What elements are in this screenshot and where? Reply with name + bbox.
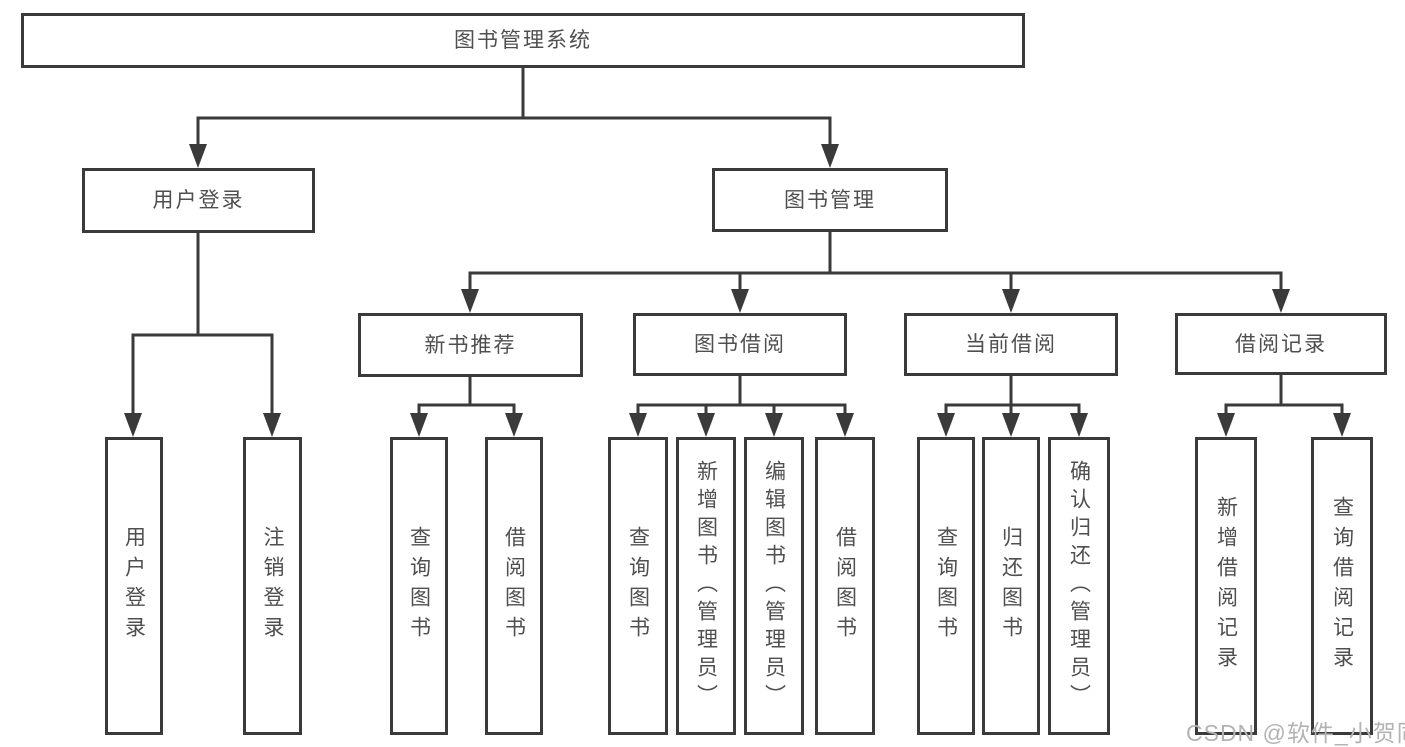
leaf-newbook-borrow-books: 借阅图书: [485, 437, 543, 735]
node-current-borrow: 当前借阅: [904, 313, 1118, 376]
leaf-user-login: 用户登录: [105, 437, 163, 735]
connector-mgmt-split: [461, 232, 1290, 313]
connector-current-split: [937, 376, 1088, 437]
node-root: 图书管理系统: [21, 13, 1025, 68]
leaf-borrow-query-books: 查询图书: [608, 437, 668, 735]
node-borrow-records: 借阅记录: [1175, 313, 1387, 375]
leaf-current-query-books: 查询图书: [917, 437, 975, 735]
leaf-newbook-query-books: 查询图书: [390, 437, 448, 735]
connector-record-split: [1217, 374, 1351, 437]
node-user-login: 用户登录: [82, 168, 315, 233]
node-book-borrow: 图书借阅: [633, 313, 847, 376]
leaf-record-query: 查询借阅记录: [1311, 437, 1373, 735]
leaf-current-confirm-return-admin: 确认归还（管理员）: [1048, 437, 1110, 735]
connector-borrow-split: [629, 376, 854, 437]
node-new-book-recommend: 新书推荐: [358, 313, 583, 377]
node-book-management: 图书管理: [712, 168, 948, 232]
connector-newbook-split: [410, 377, 523, 437]
leaf-current-return-books: 归还图书: [982, 437, 1040, 735]
leaf-borrow-edit-books-admin: 编辑图书（管理员）: [744, 437, 804, 735]
connector-root-split: [189, 68, 839, 168]
connector-login-split: [124, 233, 281, 437]
leaf-borrow-borrow-books: 借阅图书: [815, 437, 875, 735]
leaf-logout: 注销登录: [243, 437, 302, 735]
csdn-watermark: CSDN @软件_小贺同学: [1186, 720, 1405, 746]
leaf-record-add: 新增借阅记录: [1195, 437, 1257, 735]
leaf-borrow-add-books-admin: 新增图书（管理员）: [676, 437, 736, 735]
